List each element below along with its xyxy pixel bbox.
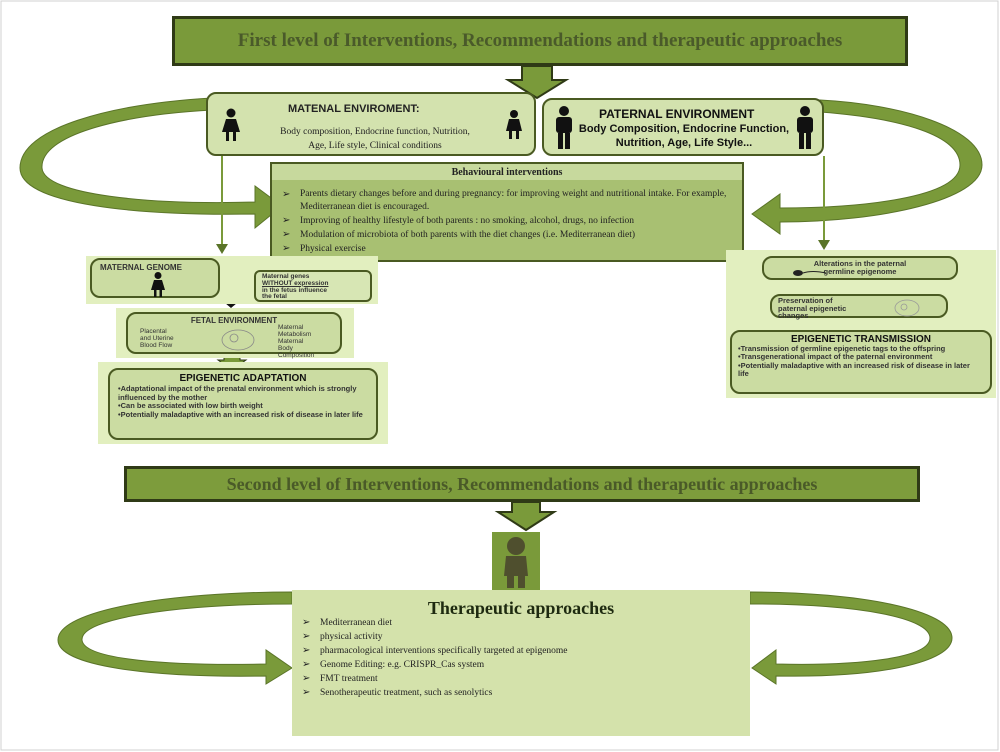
second-level-banner: Second level of Interventions, Recommend… [124, 466, 920, 502]
arrow-to-alterations [818, 240, 830, 250]
therapeutic-item: ➢physical activity [302, 631, 383, 642]
adaptation-title: EPIGENETIC ADAPTATION [179, 373, 307, 384]
paternal-text-line2: Nutrition, Age, Life Style... [615, 137, 753, 149]
behavioural-interventions-box: Behavioural interventions ➢Parents dieta… [270, 162, 744, 262]
therapeutic-item: ➢pharmacological interventions specifica… [302, 645, 568, 656]
adaptation-list: •Adaptational impact of the prenatal env… [118, 384, 364, 419]
behavioural-item: ➢Improving of healthy lifestyle of both … [282, 215, 635, 226]
female-figure-icon [222, 108, 240, 141]
preservation-line3: changes [778, 311, 809, 320]
transmission-item: •Transmission of germline epigenetic tag… [738, 344, 946, 353]
transmission-item: •Transgenerational impact of the paterna… [738, 352, 933, 362]
epigenetic-adaptation-box: EPIGENETIC ADAPTATION •Adaptational impa… [108, 368, 378, 440]
maternal-description: Body composition, Endocrine function, Nu… [260, 125, 490, 153]
maternal-text-line2: Age, Life style, Clinical conditions [308, 141, 442, 151]
right-curved-arrow [751, 99, 983, 235]
adaptation-item: •Can be associated with low birth weight [118, 401, 263, 410]
transmission-item: •Potentially maladaptive with an increas… [738, 360, 970, 378]
fetal-title: FETAL ENVIRONMENT [190, 316, 278, 325]
transmission-list: •Transmission of germline epigenetic tag… [738, 344, 978, 378]
adaptation-item: •Potentially maladaptive with an increas… [118, 409, 363, 419]
behavioural-list: ➢Parents dietary changes before and duri… [278, 188, 738, 256]
therapeutic-item: ➢Senotherapeutic treatment, such as seno… [302, 687, 493, 698]
embryo-icon [894, 299, 920, 317]
first-level-banner: First level of Interventions, Recommenda… [172, 16, 908, 66]
therapeutic-title: Therapeutic approaches [427, 598, 615, 618]
therapeutic-item: ➢FMT treatment [302, 673, 378, 684]
fetal-environment-box: FETAL ENVIRONMENT Placental and Uterine … [126, 312, 342, 359]
left-curved-arrow [19, 97, 283, 230]
child-figure-box [492, 532, 540, 590]
therapeutic-list: ➢Mediterranean diet ➢physical activity ➢… [298, 616, 738, 700]
female-figure-small-icon [506, 110, 522, 139]
down-arrow-1 [504, 65, 570, 100]
therapeutic-item: ➢Mediterranean diet [302, 617, 393, 628]
genes-note-line3: in the fetus influence [262, 286, 328, 294]
alterations-line1: Alterations in the paternal [813, 259, 907, 268]
down-arrow-2 [494, 501, 558, 532]
male-figure-icon [556, 106, 572, 149]
arrow-to-maternal-genome [216, 244, 228, 254]
genes-note-line4: the fetal [262, 293, 287, 301]
behavioural-item: ➢Parents dietary changes before and duri… [282, 189, 727, 212]
epigenetic-transmission-box: EPIGENETIC TRANSMISSION •Transmission of… [730, 330, 992, 394]
maternal-genome-box: MATERNAL GENOME [90, 258, 220, 298]
preservation-box: Preservation of paternal epigenetic chan… [770, 294, 948, 320]
bottom-left-curved-arrow [57, 591, 293, 685]
sperm-icon [793, 270, 827, 276]
behavioural-item: ➢Modulation of microbiota of both parent… [282, 229, 636, 240]
male-figure-right-icon [797, 106, 813, 149]
therapeutic-approaches-box: Therapeutic approaches ➢Mediterranean di… [292, 590, 750, 736]
adaptation-item: •Adaptational impact of the prenatal env… [118, 384, 357, 402]
paternal-environment-box: PATERNAL ENVIRONMENT Body Composition, E… [542, 98, 824, 156]
female-figure-genome-icon [151, 272, 165, 297]
alterations-line2: germline epigenome [823, 267, 897, 276]
fetal-left-factors: Placental and Uterine Blood Flow [140, 328, 174, 349]
maternal-genes-note: Maternal genes WITHOUT expression in the… [254, 270, 372, 302]
therapeutic-item: ➢Genome Editing: e.g. CRISPR_Cas system [302, 659, 485, 670]
alterations-box: Alterations in the paternal germline epi… [762, 256, 958, 280]
maternal-environment-box: MATENAL ENVIROMENT: Body composition, En… [206, 92, 536, 156]
maternal-text-line1: Body composition, Endocrine function, Nu… [280, 127, 470, 137]
behavioural-title: Behavioural interventions [451, 167, 563, 178]
transmission-title: EPIGENETIC TRANSMISSION [790, 334, 931, 345]
genes-note-line1: Maternal genes [262, 273, 310, 280]
maternal-genome-title: MATERNAL GENOME [100, 263, 182, 272]
bottom-right-curved-arrow [749, 591, 953, 685]
fetal-right-factors: Maternal Metabolism [278, 324, 312, 338]
fetus-icon [221, 329, 255, 351]
behavioural-item: ➢Physical exercise [282, 243, 366, 254]
maternal-title: MATENAL ENVIROMENT: [288, 103, 420, 115]
child-figure-icon [504, 537, 528, 588]
preservation-line1: Preservation of [778, 296, 833, 305]
genes-note-line2: WITHOUT expression [262, 279, 329, 287]
first-level-title: First level of Interventions, Recommenda… [237, 30, 843, 51]
preservation-line2: paternal epigenetic [778, 303, 847, 313]
paternal-title: PATERNAL ENVIRONMENT [599, 107, 755, 121]
paternal-description: Body Composition, Endocrine Function, Nu… [574, 122, 794, 150]
paternal-text-line1: Body Composition, Endocrine Function, [578, 123, 790, 135]
second-level-title: Second level of Interventions, Recommend… [226, 473, 818, 494]
